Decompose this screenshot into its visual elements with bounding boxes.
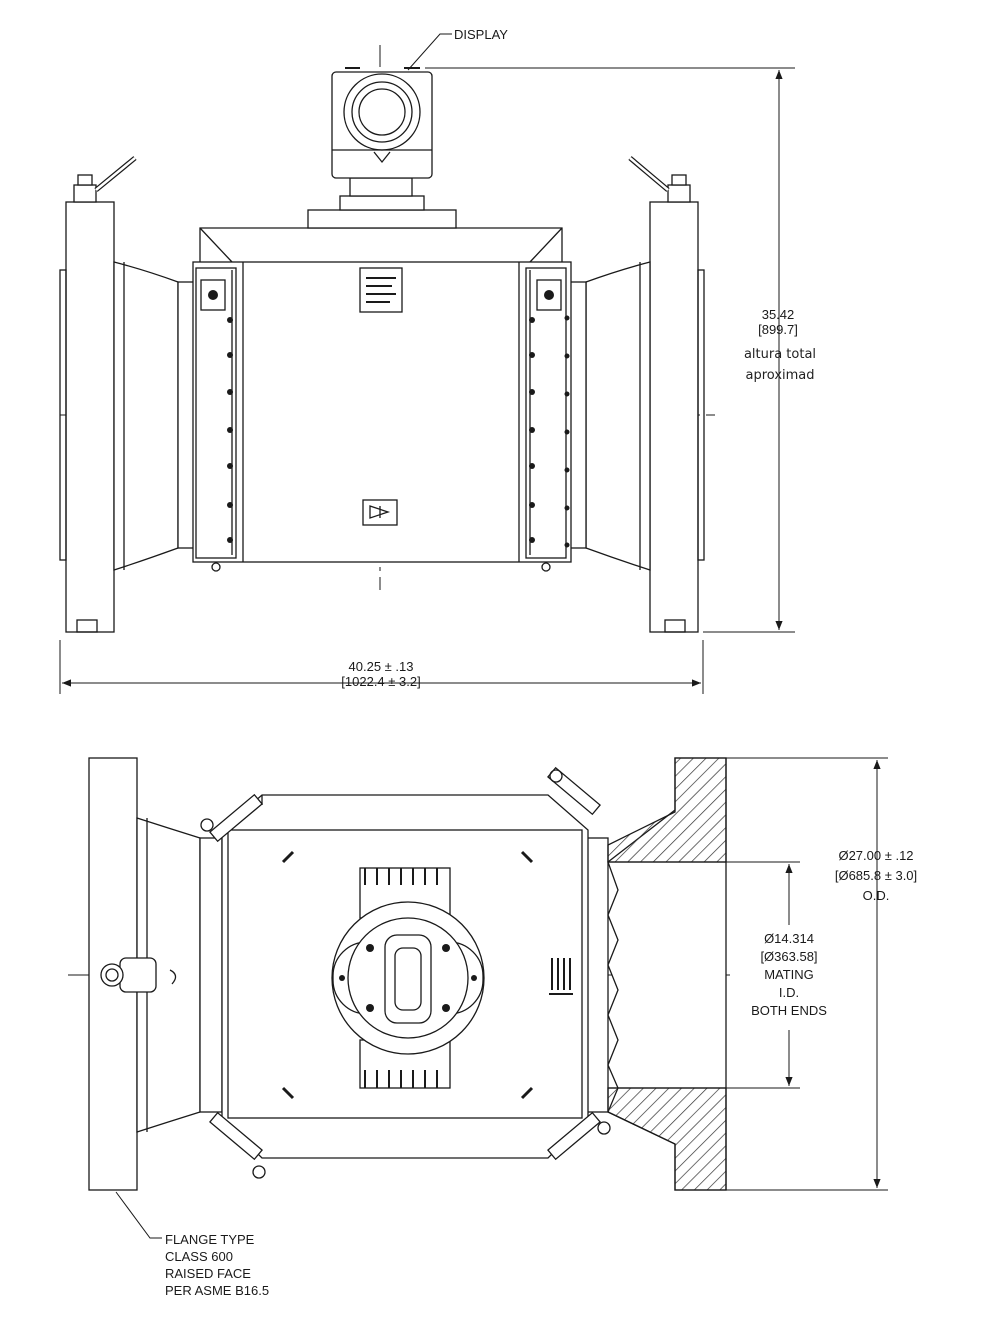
flange-note-line1: FLANGE TYPE bbox=[165, 1232, 255, 1247]
id-line1: MATING bbox=[764, 967, 814, 982]
od-value-mm: [Ø685.8 ± 3.0] bbox=[834, 868, 918, 883]
width-value-mm: [1022.4 ± 3.2] bbox=[341, 674, 421, 689]
height-note-line1: altura total bbox=[743, 347, 817, 362]
bottom-view bbox=[68, 757, 730, 1191]
id-dimension-text: Ø14.314 [Ø363.58] MATING I.D. BOTH ENDS bbox=[730, 930, 848, 1020]
top-view bbox=[59, 45, 715, 633]
top-view-dimensions bbox=[59, 33, 795, 694]
bottom-view-dimensions bbox=[115, 757, 888, 1239]
flange-note-line2: CLASS 600 bbox=[165, 1249, 233, 1264]
id-value-mm: [Ø363.58] bbox=[760, 949, 818, 964]
meter-body-top bbox=[177, 227, 587, 572]
width-value-in: 40.25 ± .13 bbox=[348, 659, 414, 674]
od-value-in: Ø27.00 ± .12 bbox=[838, 848, 914, 863]
width-dimension-text: 40.25 ± .13 [1022.4 ± 3.2] bbox=[316, 659, 446, 689]
height-note-line2: aproximad bbox=[745, 368, 815, 383]
flange-note-line4: PER ASME B16.5 bbox=[165, 1283, 270, 1298]
id-line2: I.D. bbox=[778, 985, 800, 1000]
right-flange-section bbox=[607, 757, 727, 1191]
right-flange-top bbox=[585, 156, 705, 633]
flange-note-line3: RAISED FACE bbox=[165, 1266, 251, 1281]
left-flange-bottom bbox=[88, 757, 201, 1191]
display-label: DISPLAY bbox=[454, 27, 508, 42]
left-flange-top bbox=[59, 156, 179, 633]
height-value-mm: [899.7] bbox=[758, 322, 798, 337]
od-dimension-text: Ø27.00 ± .12 [Ø685.8 ± 3.0] O.D. bbox=[812, 846, 940, 906]
meter-body-bottom bbox=[199, 766, 611, 1179]
flange-note: FLANGE TYPE CLASS 600 RAISED FACE PER AS… bbox=[165, 1231, 269, 1299]
id-line3: BOTH ENDS bbox=[751, 1003, 827, 1018]
od-label: O.D. bbox=[862, 888, 890, 903]
display-enclosure bbox=[307, 67, 457, 229]
id-value-in: Ø14.314 bbox=[764, 931, 814, 946]
height-dimension-text: 35.42 [899.7] bbox=[728, 307, 828, 337]
height-value-in: 35.42 bbox=[761, 307, 795, 322]
height-note: altura total aproximad bbox=[720, 344, 840, 386]
